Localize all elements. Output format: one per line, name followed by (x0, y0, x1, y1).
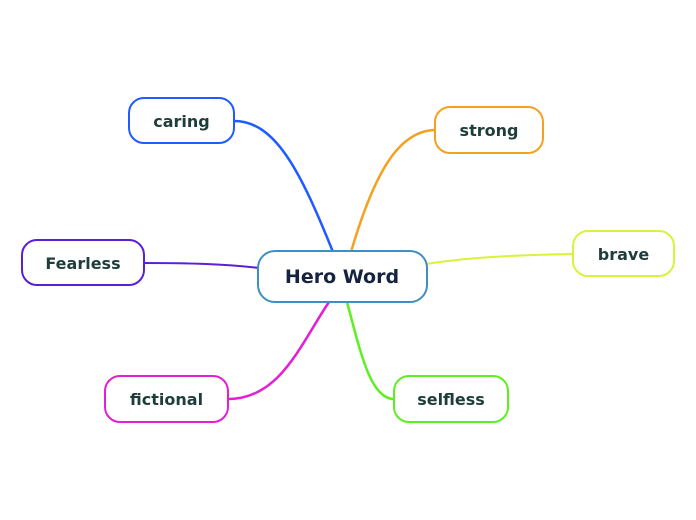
branch-box-fearless (21, 239, 145, 286)
connector-fictional (226, 300, 331, 401)
central-topic-box (257, 250, 428, 303)
branch-node-caring[interactable]: caring (128, 97, 235, 144)
connector-strong (349, 128, 438, 254)
branch-node-brave[interactable]: brave (572, 230, 675, 277)
connector-caring (232, 119, 335, 254)
branch-box-selfless (393, 375, 509, 423)
branch-label-brave: brave (598, 245, 650, 264)
branch-node-selfless[interactable]: selfless (393, 375, 509, 423)
central-topic-label: Hero Word (285, 266, 399, 288)
connector-fearless (143, 262, 260, 269)
branch-label-strong: strong (460, 121, 519, 140)
branch-box-fictional (104, 375, 229, 423)
central-topic[interactable]: Hero Word (257, 250, 428, 303)
branch-box-strong (434, 106, 544, 154)
connector-selfless (345, 300, 396, 401)
branch-label-selfless: selfless (417, 390, 485, 409)
branch-label-caring: caring (153, 112, 210, 131)
connector-brave (425, 253, 574, 265)
branch-label-fictional: fictional (130, 390, 203, 409)
branch-label-fearless: Fearless (45, 254, 120, 273)
branch-node-fictional[interactable]: fictional (104, 375, 229, 423)
branch-node-strong[interactable]: strong (434, 106, 544, 154)
branch-box-brave (572, 230, 675, 277)
connectors (143, 119, 574, 401)
branch-box-caring (128, 97, 235, 144)
branch-node-fearless[interactable]: Fearless (21, 239, 145, 286)
